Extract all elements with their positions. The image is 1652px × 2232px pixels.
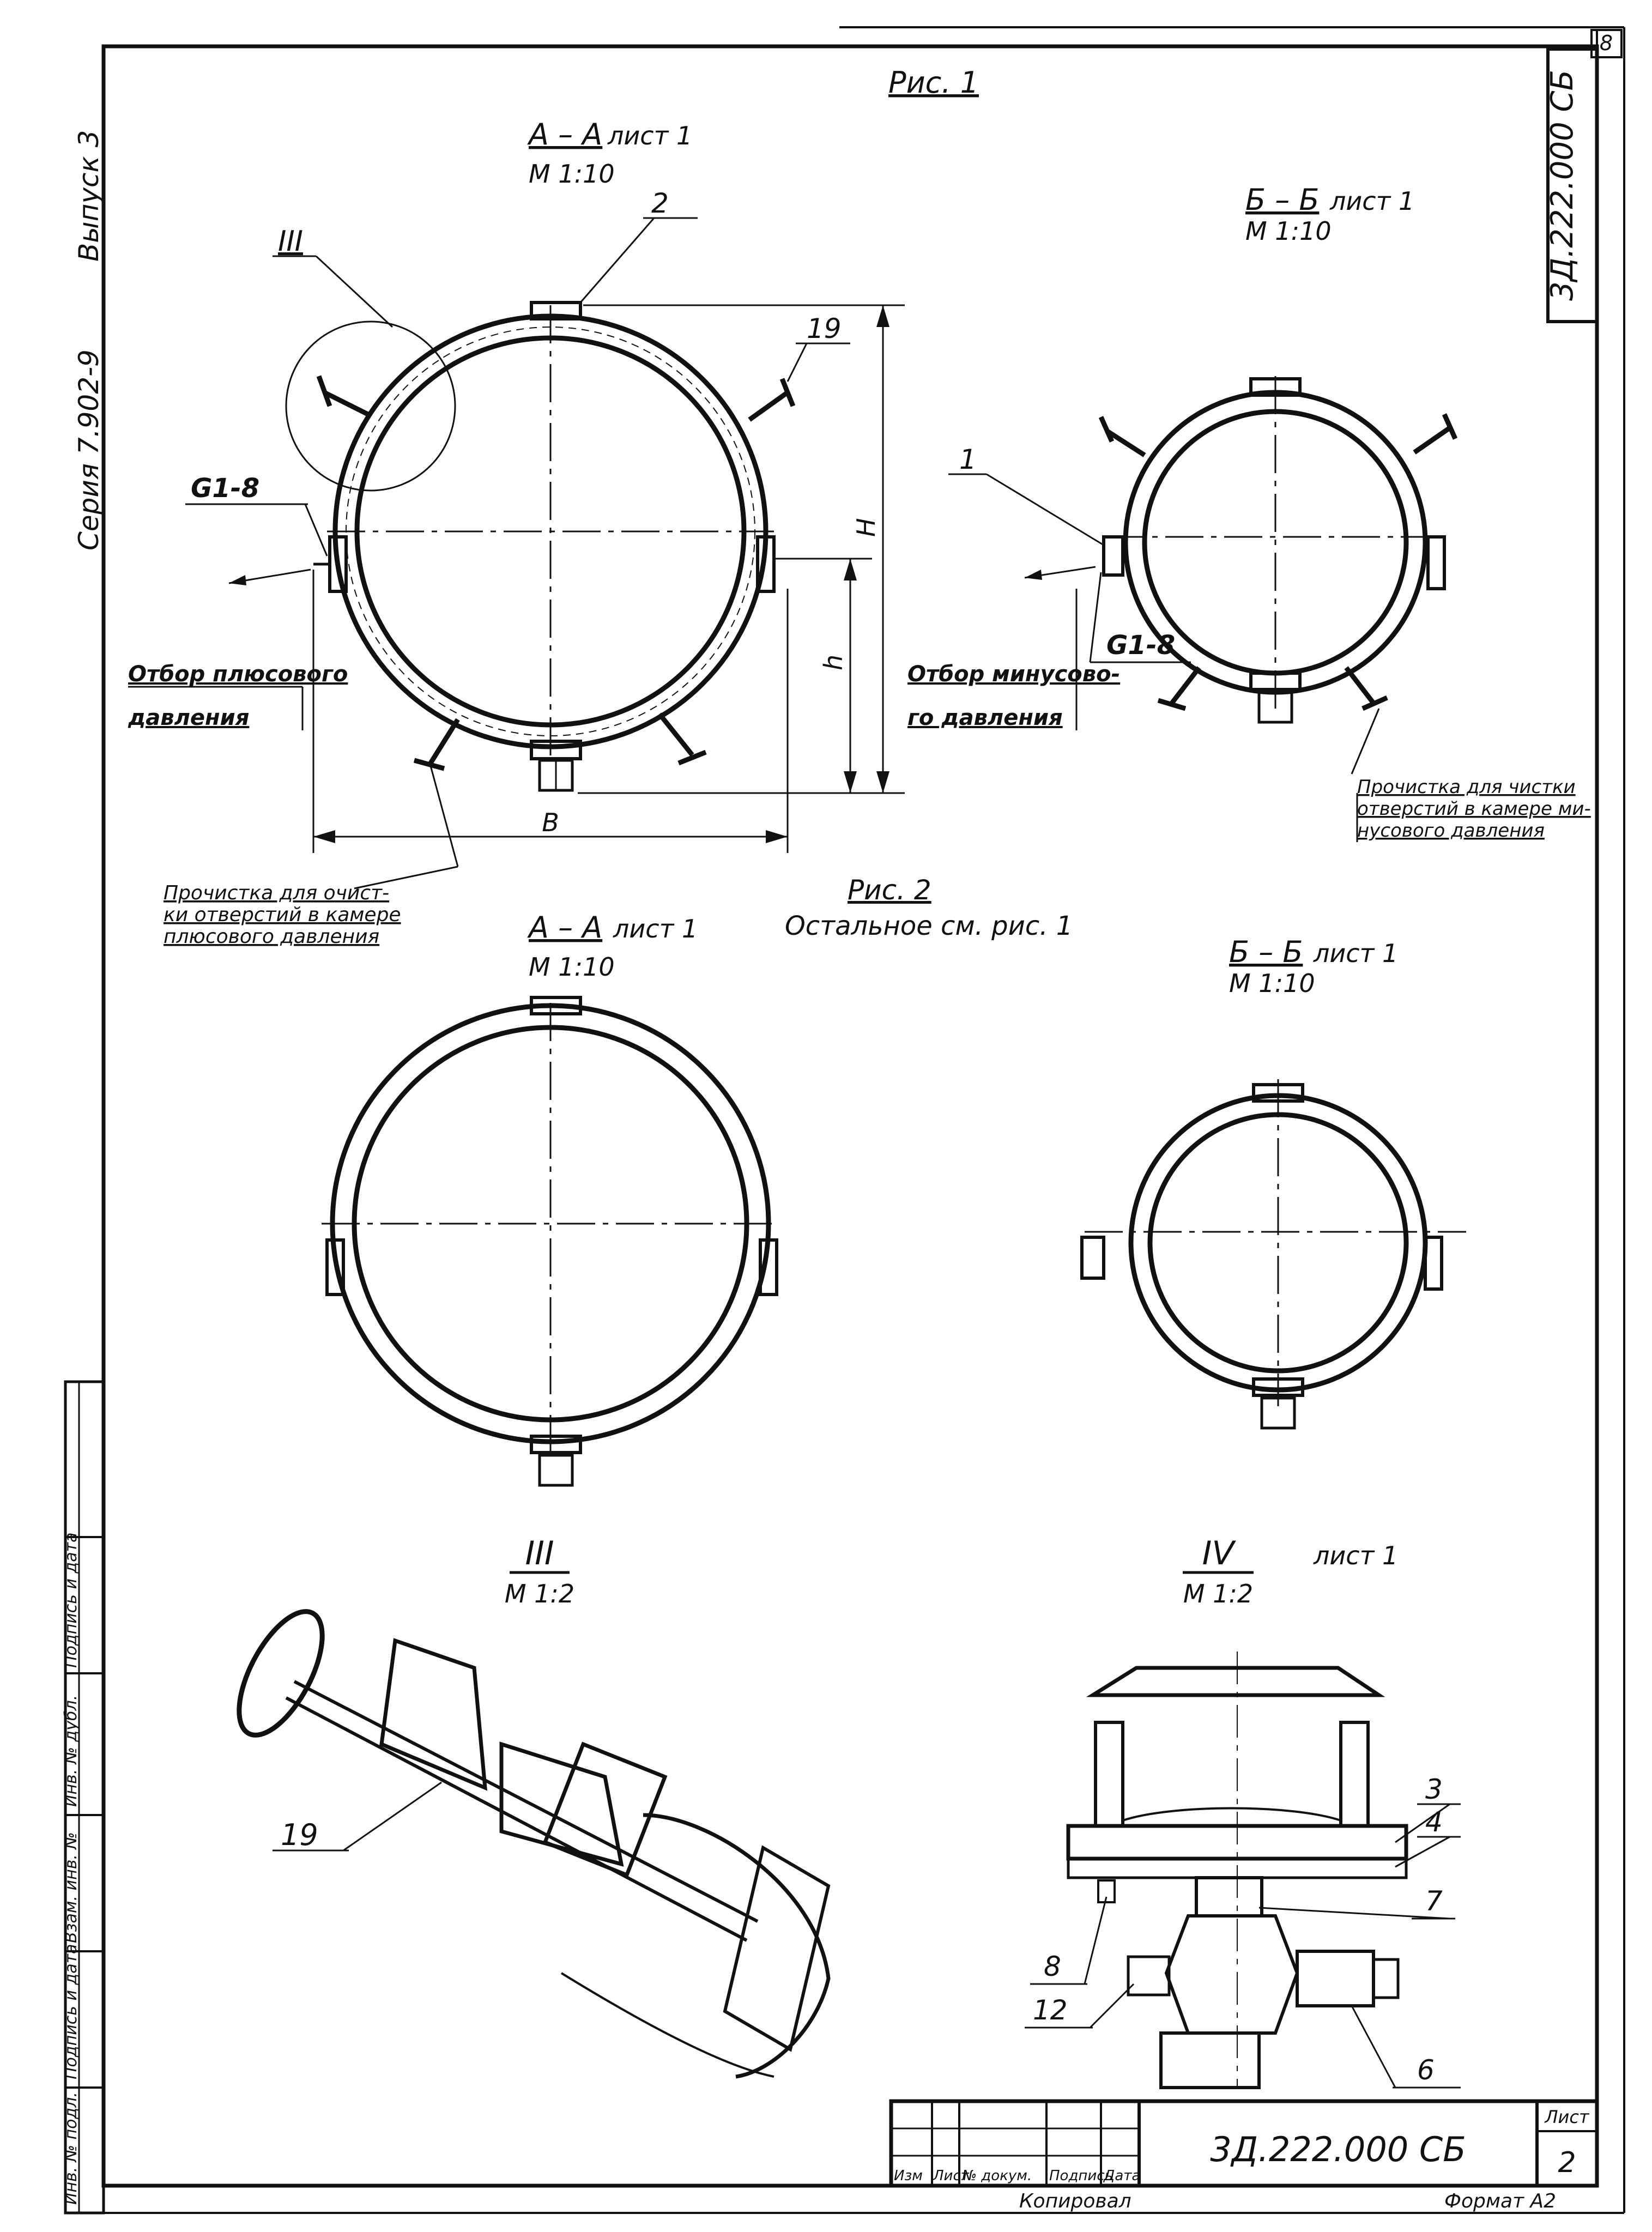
stamp-dubl: Инв. № дубл. xyxy=(62,1695,81,1807)
tb-copied-by: Копировал xyxy=(1019,2190,1131,2212)
fig1-bb-title: Б – Б xyxy=(1245,183,1319,217)
detail3-title: III xyxy=(525,1534,554,1572)
detail3-scale: М 1:2 xyxy=(505,1579,574,1608)
fig1-dim-h: h xyxy=(819,655,848,670)
fig1-aa-title: А – А xyxy=(527,117,602,152)
fig1-view-aa: А – А лист 1 М 1:10 III 2 19 xyxy=(128,117,905,948)
fig1-clean-plus-3: плюсового давления xyxy=(164,926,379,948)
tb-col-sign: Подпись xyxy=(1049,2168,1113,2184)
fig1-clean-plus-2: ки отверстий в камере xyxy=(164,904,401,926)
series-label: Серия 7.902-9 xyxy=(73,349,105,551)
drawing-code-vertical: 3Д.222.000 СБ xyxy=(1545,70,1580,301)
fig2-note: Остальное см. рис. 1 xyxy=(785,911,1073,941)
fig1-clean-minus-2: отверстий в камере ми- xyxy=(1357,798,1591,820)
detail4-pos-12: 12 xyxy=(1033,1994,1068,2026)
fig1-weld-bb: G1-8 xyxy=(1106,630,1175,661)
detail3-pos-19: 19 xyxy=(281,1818,318,1852)
tb-drawing-code: 3Д.222.000 СБ xyxy=(1210,2130,1466,2169)
detail4-pos-4: 4 xyxy=(1425,1806,1443,1838)
fig1-plus-tap-2: давления xyxy=(128,705,249,730)
fig1-bb-scale: М 1:10 xyxy=(1245,216,1332,246)
tb-sheet-label: Лист xyxy=(1544,2107,1589,2127)
fig1-minus-tap-2: го давления xyxy=(907,705,1063,730)
fig2-bb-sheet: лист 1 xyxy=(1313,939,1398,968)
tb-col-izm: Изм xyxy=(894,2168,923,2184)
fig1-pos-1: 1 xyxy=(959,444,977,475)
fig1-detail3-mark: III xyxy=(278,225,303,258)
corner-mark: 8 xyxy=(1600,31,1613,55)
fig1-clean-minus-1: Прочистка для чистки xyxy=(1357,776,1576,798)
code-stamp: 8 3Д.222.000 СБ xyxy=(1545,29,1623,323)
detail4-title: IV xyxy=(1202,1534,1237,1572)
fig2-view-aa: А – А лист 1 М 1:10 xyxy=(322,910,778,1487)
stamp-date-1: Подпись и дата xyxy=(62,1944,81,2080)
fig2-title: Рис. 2 xyxy=(848,874,931,906)
fig1-pos-2: 2 xyxy=(651,187,669,219)
fig1-aa-scale: М 1:10 xyxy=(529,159,615,189)
fig1-view-bb: Б – Б лист 1 М 1:10 1 G1-8 Отбор минусов… xyxy=(907,183,1591,842)
detail4-scale: М 1:2 xyxy=(1183,1579,1253,1608)
fig1-dim-B: B xyxy=(542,808,559,837)
fig1-weld-aa: G1-8 xyxy=(191,473,259,504)
stamp-podl: Инв. № подл. xyxy=(62,2092,81,2205)
tb-col-date: Дата xyxy=(1103,2168,1140,2184)
stamp-date-2: Подпись и дата xyxy=(62,1533,81,1668)
fig1-bb-sheet: лист 1 xyxy=(1329,186,1414,216)
detail4-pos-8: 8 xyxy=(1044,1951,1061,1982)
fig1-plus-tap-1: Отбор плюсового xyxy=(128,662,348,687)
sheet-frame xyxy=(65,26,1625,2214)
fig1-title: Рис. 1 xyxy=(888,65,979,100)
fig2-heading: Рис. 2 Остальное см. рис. 1 xyxy=(785,874,1073,941)
fig2-bb-scale: М 1:10 xyxy=(1229,969,1315,998)
fig1-minus-tap-1: Отбор минусово- xyxy=(907,662,1120,687)
fig2-view-bb: Б – Б лист 1 М 1:10 xyxy=(1080,935,1466,1430)
tb-col-doc: № докум. xyxy=(961,2168,1032,2184)
fig1-clean-plus-1: Прочистка для очист- xyxy=(164,882,389,904)
fig1-pos-19: 19 xyxy=(807,313,842,344)
issue-label: Выпуск 3 xyxy=(73,130,105,262)
tb-format: Формат А2 xyxy=(1444,2190,1556,2212)
detail4-pos-6: 6 xyxy=(1417,2054,1435,2086)
fig1-clean-minus-3: нусового давления xyxy=(1357,820,1545,842)
detail-4: IV лист 1 М 1:2 3 4 7 8 12 xyxy=(1025,1534,1461,2089)
stamp-vzam: Взам. инв. № xyxy=(62,1832,81,1943)
fig2-aa-sheet: лист 1 xyxy=(613,914,698,943)
fig1-dim-H: H xyxy=(851,518,881,537)
fig2-aa-title: А – А xyxy=(527,910,602,945)
fig2-bb-title: Б – Б xyxy=(1229,935,1303,969)
fig1-aa-sheet: лист 1 xyxy=(607,121,692,150)
tb-col-list: Лист xyxy=(933,2168,970,2184)
detail4-sheet: лист 1 xyxy=(1313,1541,1398,1570)
detail4-pos-7: 7 xyxy=(1425,1885,1443,1917)
tb-sheet-number: 2 xyxy=(1558,2146,1576,2179)
title-block: Изм Лист № докум. Подпись Дата 3Д.222.00… xyxy=(889,2099,1599,2212)
fig2-aa-scale: М 1:10 xyxy=(529,952,615,982)
detail4-pos-3: 3 xyxy=(1425,1774,1443,1805)
side-stamp: Инв. № подл. Подпись и дата Взам. инв. №… xyxy=(62,1380,105,2215)
detail-3: III М 1:2 19 xyxy=(237,1534,831,2079)
